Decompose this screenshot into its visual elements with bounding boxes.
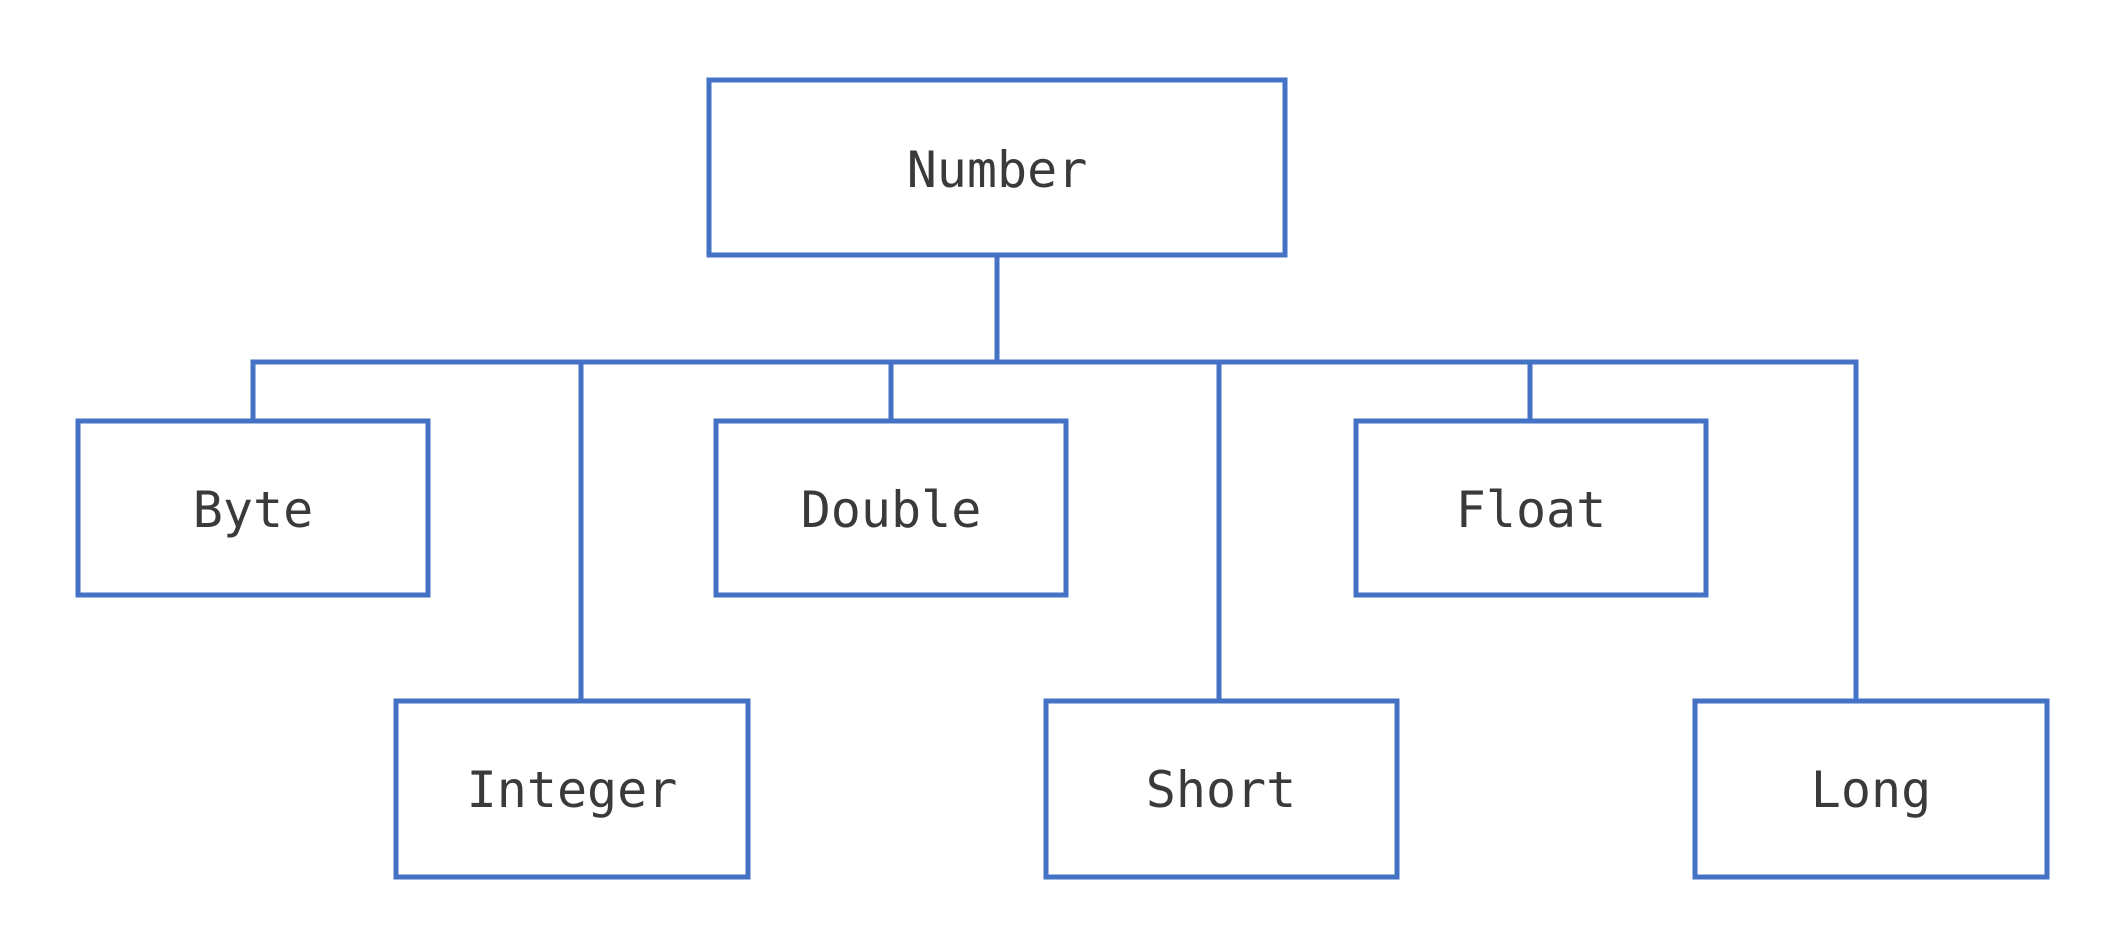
- node-label: Number: [907, 141, 1088, 199]
- node-box: [1353, 418, 1709, 598]
- node-label: Long: [1811, 761, 1931, 819]
- node-long: Long: [1692, 698, 2050, 880]
- node-float: Float: [1353, 418, 1709, 598]
- node-box: [393, 698, 751, 880]
- node-box: [1043, 698, 1400, 880]
- node-box: [706, 77, 1288, 258]
- node-box: [713, 418, 1069, 598]
- node-label: Double: [801, 481, 982, 539]
- node-byte: Byte: [75, 418, 431, 598]
- node-double: Double: [713, 418, 1069, 598]
- node-label: Float: [1456, 481, 1607, 539]
- node-label: Short: [1146, 761, 1297, 819]
- node-label: Integer: [467, 761, 678, 819]
- node-short: Short: [1043, 698, 1400, 880]
- node-number: Number: [706, 77, 1288, 258]
- node-box: [1692, 698, 2050, 880]
- connectors: [250, 252, 1859, 704]
- node-integer: Integer: [393, 698, 751, 880]
- node-label: Byte: [193, 481, 313, 539]
- node-box: [75, 418, 431, 598]
